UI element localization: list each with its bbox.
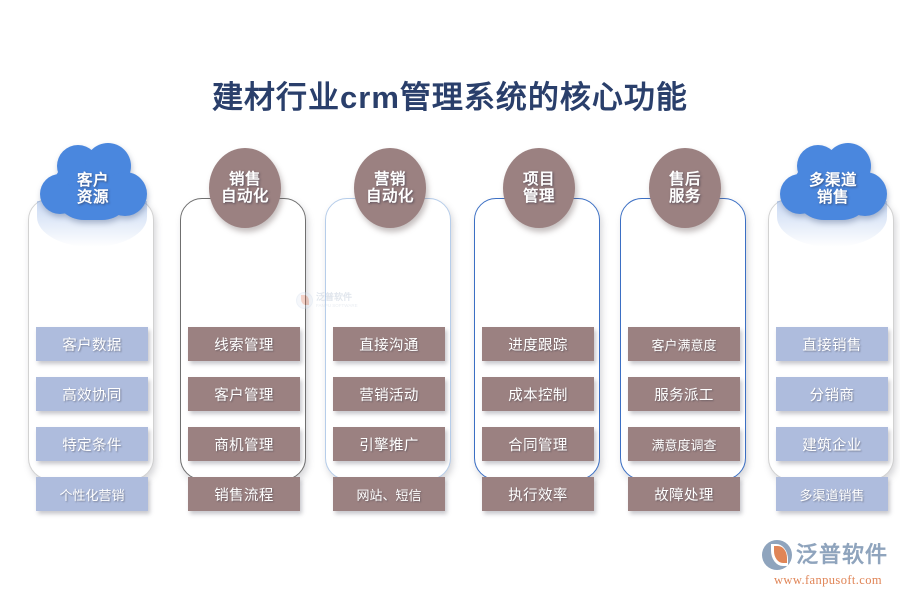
feature-card[interactable]: 直接沟通营销活动引擎推广网站、短信 [325, 198, 451, 511]
badge-line-1: 营销 [373, 170, 406, 188]
category-badge-text: 客户资源 [77, 172, 109, 207]
feature-item[interactable]: 执行效率 [482, 477, 594, 511]
page-title: 建材行业crm管理系统的核心功能 [212, 80, 688, 115]
feature-item[interactable]: 建筑企业 [776, 427, 888, 461]
feature-item-list: 客户数据高效协同特定条件个性化营销 [36, 327, 148, 511]
brand-logo: 泛普软件 www.fanpusoft.com [762, 540, 894, 588]
feature-item-list: 客户满意度服务派工满意度调查故障处理 [628, 327, 740, 511]
badge-line-1: 销售 [228, 170, 261, 188]
feature-item[interactable]: 满意度调查 [628, 427, 740, 461]
category-badge-text: 销售自动化 [221, 171, 269, 206]
feature-item[interactable]: 直接销售 [776, 327, 888, 361]
feature-item[interactable]: 进度跟踪 [482, 327, 594, 361]
feature-item-list: 直接销售分销商建筑企业多渠道销售 [776, 327, 888, 511]
feature-item[interactable]: 服务派工 [628, 377, 740, 411]
feature-item[interactable]: 个性化营销 [36, 477, 148, 511]
badge-line-1: 售后 [668, 170, 701, 188]
feature-item-list: 进度跟踪成本控制合同管理执行效率 [482, 327, 594, 511]
feature-card[interactable]: 客户满意度服务派工满意度调查故障处理 [620, 198, 746, 511]
category-badge[interactable]: 销售自动化 [209, 148, 281, 228]
feature-card[interactable]: 客户数据高效协同特定条件个性化营销 [28, 198, 154, 511]
category-badge-text: 营销自动化 [366, 171, 414, 206]
feature-item[interactable]: 客户数据 [36, 327, 148, 361]
category-badge[interactable]: 多渠道销售 [780, 143, 887, 220]
category-badge[interactable]: 售后服务 [649, 148, 721, 228]
badge-line-1: 客户 [76, 171, 109, 189]
feature-item[interactable]: 线索管理 [188, 327, 300, 361]
category-badge-text: 售后服务 [669, 171, 701, 206]
feature-item-list: 直接沟通营销活动引擎推广网站、短信 [333, 327, 445, 511]
feature-item[interactable]: 客户满意度 [628, 327, 740, 361]
feature-item[interactable]: 合同管理 [482, 427, 594, 461]
feature-item-list: 线索管理客户管理商机管理销售流程 [188, 327, 300, 511]
badge-line-2: 资源 [76, 189, 109, 206]
badge-line-1: 项目 [522, 170, 555, 188]
logo-url-text: www.fanpusoft.com [773, 573, 883, 587]
category-badge[interactable]: 客户资源 [40, 143, 147, 220]
badge-line-2: 自动化 [220, 188, 269, 205]
feature-card[interactable]: 直接销售分销商建筑企业多渠道销售 [768, 198, 894, 511]
category-badge[interactable]: 营销自动化 [354, 148, 426, 228]
fanpu-logo-icon [762, 540, 792, 570]
logo-brand-text: 泛普软件 [796, 542, 889, 567]
badge-line-2: 销售 [816, 189, 849, 206]
feature-item[interactable]: 分销商 [776, 377, 888, 411]
badge-line-2: 管理 [522, 188, 555, 205]
feature-item[interactable]: 高效协同 [36, 377, 148, 411]
badge-line-2: 服务 [668, 188, 701, 205]
logo-row: 泛普软件 [762, 540, 894, 570]
feature-item[interactable]: 成本控制 [482, 377, 594, 411]
badge-line-1: 多渠道 [808, 171, 857, 189]
feature-item[interactable]: 销售流程 [188, 477, 300, 511]
feature-card[interactable]: 线索管理客户管理商机管理销售流程 [180, 198, 306, 511]
category-badge-text: 多渠道销售 [809, 172, 857, 207]
category-badge[interactable]: 项目管理 [503, 148, 575, 228]
feature-item[interactable]: 网站、短信 [333, 477, 445, 511]
feature-item[interactable]: 直接沟通 [333, 327, 445, 361]
feature-item[interactable]: 引擎推广 [333, 427, 445, 461]
feature-item[interactable]: 故障处理 [628, 477, 740, 511]
feature-item[interactable]: 营销活动 [333, 377, 445, 411]
badge-line-2: 自动化 [365, 188, 414, 205]
feature-item[interactable]: 特定条件 [36, 427, 148, 461]
category-badge-text: 项目管理 [523, 171, 555, 206]
feature-item[interactable]: 客户管理 [188, 377, 300, 411]
feature-card[interactable]: 进度跟踪成本控制合同管理执行效率 [474, 198, 600, 511]
feature-item[interactable]: 多渠道销售 [776, 477, 888, 511]
feature-item[interactable]: 商机管理 [188, 427, 300, 461]
